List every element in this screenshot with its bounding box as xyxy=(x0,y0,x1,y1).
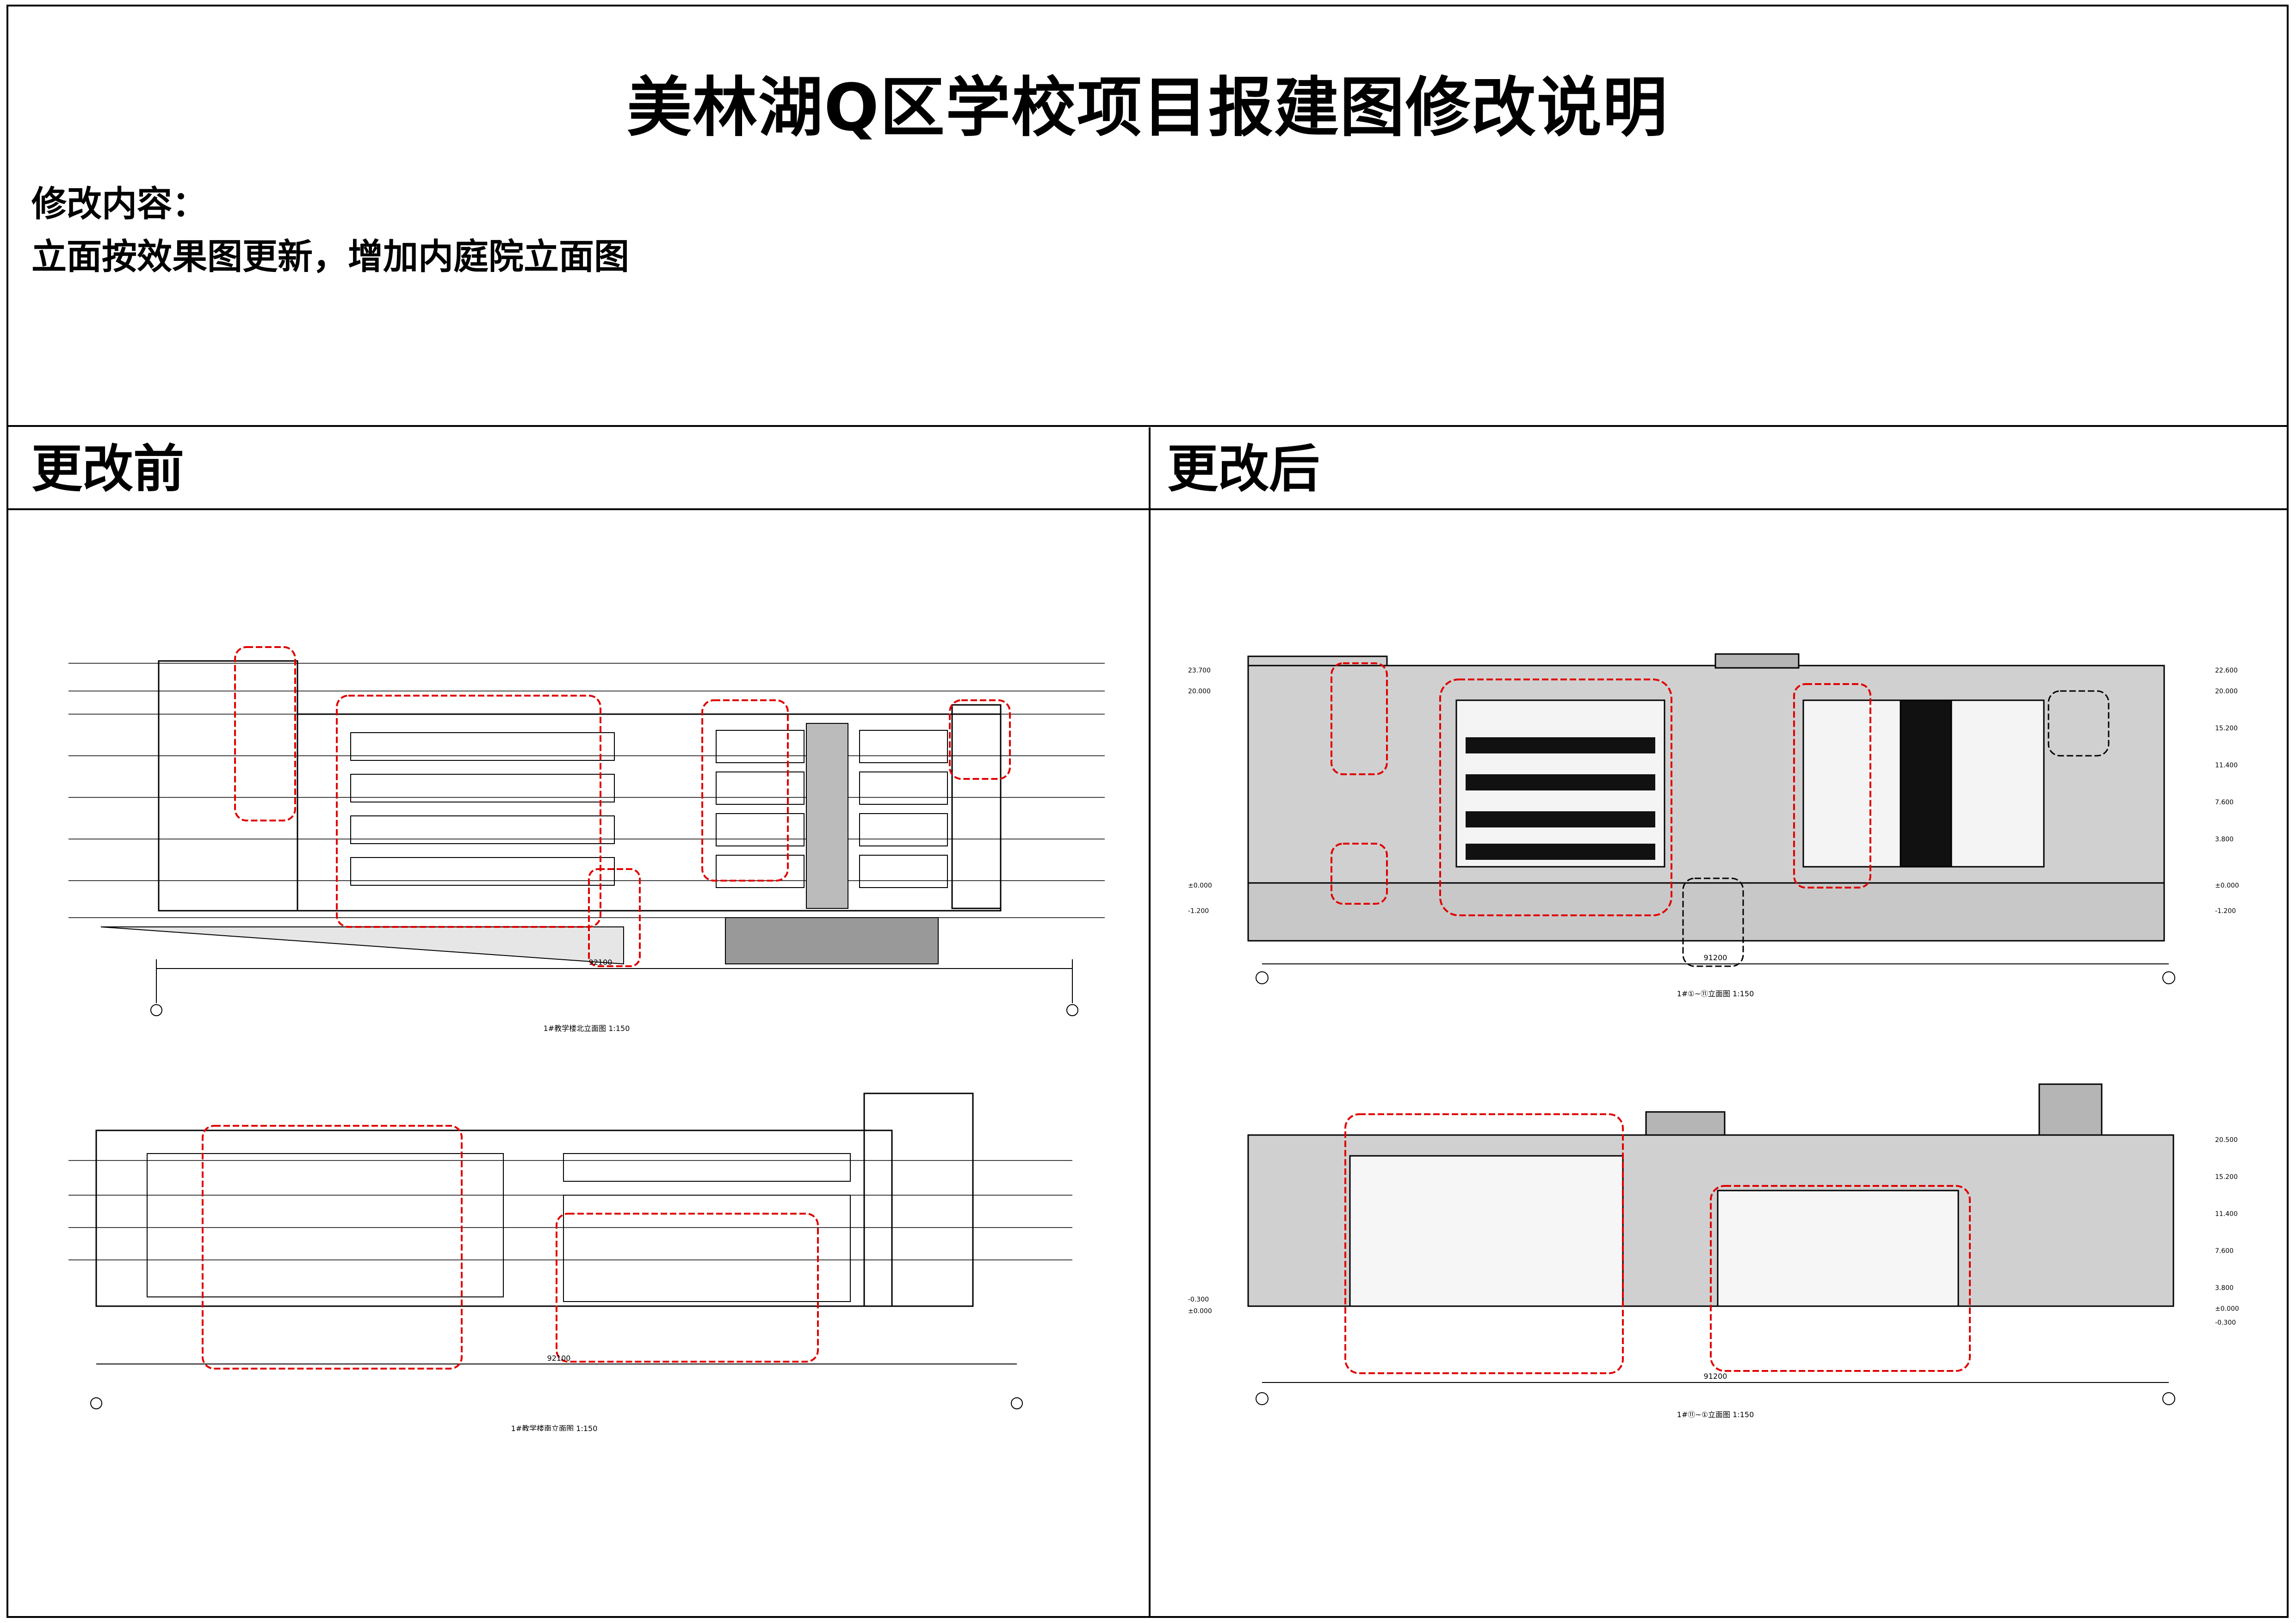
svg-text:-0.300: -0.300 xyxy=(1188,1296,1209,1303)
panel-divider xyxy=(1149,427,1151,1616)
svg-text:7.600: 7.600 xyxy=(2215,799,2234,806)
svg-text:20.500: 20.500 xyxy=(2215,1136,2238,1144)
revision-notes: 修改内容： 立面按效果图更新，增加内庭院立面图 xyxy=(31,178,629,283)
header-divider xyxy=(8,425,2287,427)
after-bottom-elev-right: 20.500 15.200 11.400 7.600 3.800 ±0.000 … xyxy=(2215,1136,2239,1327)
panel-header-divider xyxy=(8,508,2287,510)
before-bottom-caption: 1#教学楼南立面图 1:150 xyxy=(511,1424,598,1431)
svg-text:±0.000: ±0.000 xyxy=(1188,1308,1212,1315)
after-top-elev-right: 22.600 20.000 15.200 11.400 7.600 3.800 … xyxy=(2215,667,2239,915)
notes-text: 立面按效果图更新，增加内庭院立面图 xyxy=(31,236,629,277)
page-title: 美林湖Q区学校项目报建图修改说明 xyxy=(626,70,1668,146)
svg-text:-0.300: -0.300 xyxy=(2215,1319,2236,1327)
after-bottom-caption: 1#⑪~①立面图 1:150 xyxy=(1677,1410,1754,1419)
svg-text:23.700: 23.700 xyxy=(1188,667,1211,674)
before-top-dim: 92100 xyxy=(589,958,613,967)
after-elevation-1: 22.600 20.000 15.200 11.400 7.600 3.800 … xyxy=(1188,653,2239,998)
svg-text:-1.200: -1.200 xyxy=(2215,907,2236,915)
svg-text:3.800: 3.800 xyxy=(2215,1284,2234,1292)
svg-text:±0.000: ±0.000 xyxy=(2215,1305,2239,1313)
after-panel-label: 更改后 xyxy=(1167,439,1320,499)
svg-text:11.400: 11.400 xyxy=(2215,1210,2238,1218)
svg-text:20.000: 20.000 xyxy=(1188,688,1211,695)
svg-text:20.000: 20.000 xyxy=(2215,688,2238,695)
after-top-elev-left: 23.700 20.000 ±0.000 -1.200 xyxy=(1188,667,1212,915)
before-top-caption: 1#教学楼北立面图 1:150 xyxy=(544,1024,630,1033)
svg-text:±0.000: ±0.000 xyxy=(1188,882,1212,889)
svg-text:±0.000: ±0.000 xyxy=(2215,882,2239,889)
before-north-elevation: 92100 1#教学楼北立面图 1:150 xyxy=(68,646,1105,1033)
after-bottom-elev-left: -0.300 ±0.000 xyxy=(1188,1296,1212,1315)
svg-text:11.400: 11.400 xyxy=(2215,762,2238,769)
after-bottom-dim: 91200 xyxy=(1704,1372,1727,1381)
before-panel-label: 更改前 xyxy=(31,439,184,499)
svg-text:-1.200: -1.200 xyxy=(1188,907,1209,915)
svg-text:3.800: 3.800 xyxy=(2215,836,2234,843)
notes-label: 修改内容： xyxy=(31,183,207,224)
before-bottom-dim: 92100 xyxy=(547,1354,571,1363)
after-elevation-2: 20.500 15.200 11.400 7.600 3.800 ±0.000 … xyxy=(1188,1083,2239,1419)
svg-text:7.600: 7.600 xyxy=(2215,1247,2234,1255)
svg-text:15.200: 15.200 xyxy=(2215,725,2238,732)
svg-text:15.200: 15.200 xyxy=(2215,1173,2238,1181)
before-south-elevation: 92100 1#教学楼南立面图 1:150 xyxy=(68,1092,1072,1431)
after-top-caption: 1#①~⑪立面图 1:150 xyxy=(1677,989,1754,998)
svg-text:22.600: 22.600 xyxy=(2215,667,2238,674)
drawing-sheet: 美林湖Q区学校项目报建图修改说明 修改内容： 立面按效果图更新，增加内庭院立面图… xyxy=(6,5,2289,1618)
after-top-dim: 91200 xyxy=(1704,953,1727,962)
